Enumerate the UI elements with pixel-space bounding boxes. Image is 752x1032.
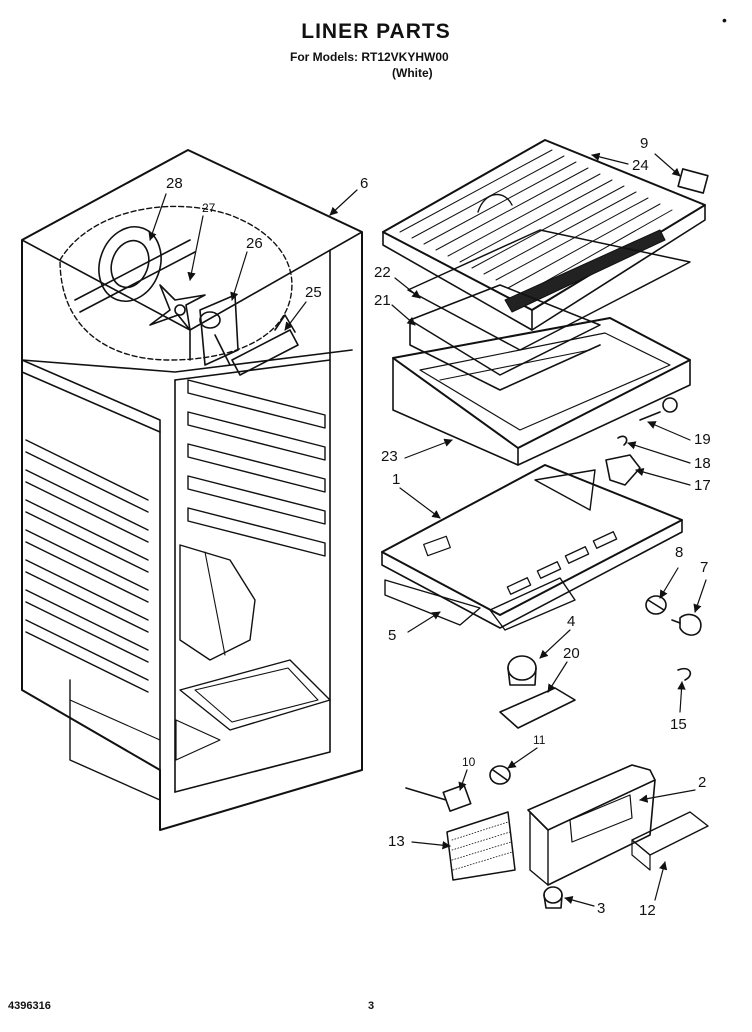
part-24-freezer-shelf — [383, 140, 705, 330]
part-label-6: 6 — [360, 175, 369, 192]
part-label-12: 12 — [639, 902, 656, 919]
part-label-23: 23 — [381, 448, 398, 465]
part-12-overlay — [632, 812, 708, 870]
liner-inner-top — [175, 360, 330, 380]
corner-mark: • — [722, 12, 727, 28]
crisper-well-inner — [195, 668, 318, 722]
leader-lines — [148, 152, 706, 906]
part-5-insulation-pad — [385, 578, 575, 630]
color-variant: (White) — [392, 66, 433, 80]
liner-base — [70, 680, 160, 800]
housing-slots — [507, 532, 616, 595]
part-13-filter-pad — [447, 812, 515, 880]
part-19-drain-tube — [640, 398, 677, 420]
model-line: For Models: RT12VKYHW00 — [290, 50, 449, 64]
liner-left-wall — [22, 360, 160, 770]
left-wall-ribs — [26, 440, 148, 692]
part-3-knob — [544, 887, 562, 908]
document-number: 4396316 — [8, 1000, 51, 1012]
part-label-3: 3 — [597, 900, 606, 917]
part-label-27: 27 — [202, 201, 216, 215]
fan-housing — [60, 206, 292, 360]
part-11-control-knob — [490, 766, 510, 784]
part-9-clip — [678, 169, 708, 193]
part-label-10: 10 — [462, 755, 476, 769]
part-18-clip — [618, 436, 627, 445]
part-28-fan-shroud — [75, 218, 195, 312]
part-label-4: 4 — [567, 613, 576, 630]
part-label-19: 19 — [694, 431, 711, 448]
shelf-grille — [400, 150, 672, 296]
inner-shelf-rails — [188, 380, 325, 556]
part-label-9: 9 — [640, 135, 649, 152]
liner-inner-right — [175, 250, 330, 792]
part-label-25: 25 — [305, 284, 322, 301]
page-title: LINER PARTS — [301, 20, 451, 43]
part-label-24: 24 — [632, 157, 649, 174]
part-4-knob — [508, 656, 536, 685]
part-label-15: 15 — [670, 716, 687, 733]
part-22-shelf-glass — [408, 230, 690, 350]
air-duct — [180, 545, 255, 660]
part-15-wire-hook — [678, 669, 690, 680]
liner-cabinet — [22, 150, 362, 830]
part-label-22: 22 — [374, 264, 391, 281]
part-26-motor-bracket — [200, 295, 238, 365]
part-label-28: 28 — [166, 175, 183, 192]
crisper-well — [180, 660, 330, 730]
part-23-crisper-drawer — [393, 318, 690, 465]
part-label-20: 20 — [563, 645, 580, 662]
part-17-damper-cup — [606, 455, 640, 485]
part-8-lamp-socket — [646, 596, 666, 614]
part-10-thermostat — [406, 785, 471, 811]
part-label-17: 17 — [694, 477, 711, 494]
part-7-light-bulb — [672, 614, 701, 635]
part-1-control-housing — [382, 465, 682, 628]
part-label-8: 8 — [675, 544, 684, 561]
part-label-1: 1 — [392, 471, 401, 488]
liner-divider — [22, 350, 352, 372]
part-21-crisper-cover — [410, 285, 600, 390]
part-label-26: 26 — [246, 235, 263, 252]
part-label-18: 18 — [694, 455, 711, 472]
part-label-2: 2 — [698, 774, 707, 791]
liner-outline — [22, 150, 362, 830]
part-label-13: 13 — [388, 833, 405, 850]
part-label-7: 7 — [700, 559, 709, 576]
liner-divider-2 — [22, 372, 160, 432]
part-label-21: 21 — [374, 292, 391, 309]
liner-top-edge — [22, 232, 362, 330]
page-number: 3 — [368, 1000, 375, 1012]
part-2-control-panel — [528, 765, 655, 885]
lower-well — [176, 720, 220, 760]
part-20-plate — [500, 688, 575, 728]
part-label-5: 5 — [388, 627, 397, 644]
part-27-fan-blade — [150, 285, 205, 330]
part-label-11: 11 — [533, 733, 546, 747]
